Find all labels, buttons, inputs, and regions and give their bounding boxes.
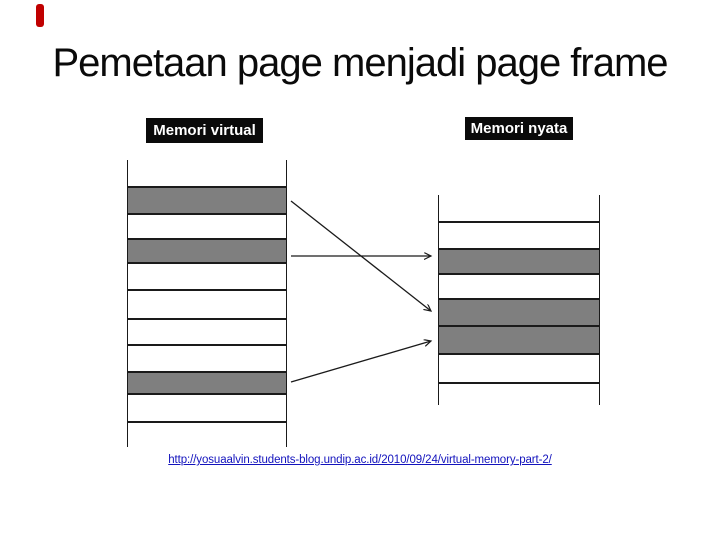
allocated-page-band bbox=[128, 371, 286, 393]
page-divider-line bbox=[128, 318, 286, 320]
page-divider-line bbox=[439, 298, 599, 300]
red-position-marker bbox=[36, 4, 44, 27]
page-divider-line bbox=[439, 248, 599, 250]
allocated-page-band bbox=[439, 248, 599, 273]
physical-memory-column bbox=[438, 195, 600, 405]
page-divider-line bbox=[128, 344, 286, 346]
page-divider-line bbox=[439, 273, 599, 275]
allocated-page-band bbox=[439, 298, 599, 325]
source-link[interactable]: http://yosuaalvin.students-blog.undip.ac… bbox=[168, 454, 552, 466]
page-divider-line bbox=[128, 262, 286, 264]
page-divider-line bbox=[439, 221, 599, 223]
label-memori-nyata: Memori nyata bbox=[465, 117, 573, 140]
page-divider-line bbox=[128, 421, 286, 423]
allocated-page-band bbox=[128, 186, 286, 213]
page-divider-line bbox=[128, 186, 286, 188]
page-divider-line bbox=[128, 371, 286, 373]
page-divider-line bbox=[128, 289, 286, 291]
page-divider-line bbox=[439, 382, 599, 384]
virtual-memory-column bbox=[127, 160, 287, 447]
page-divider-line bbox=[128, 213, 286, 215]
page-divider-line bbox=[439, 325, 599, 327]
page-divider-line bbox=[128, 393, 286, 395]
source-link-row: http://yosuaalvin.students-blog.undip.ac… bbox=[0, 450, 720, 468]
slide-title: Pemetaan page menjadi page frame bbox=[52, 41, 668, 85]
page-divider-line bbox=[128, 238, 286, 240]
page-divider-line bbox=[439, 353, 599, 355]
label-memori-virtual: Memori virtual bbox=[146, 118, 263, 143]
allocated-page-band bbox=[439, 325, 599, 353]
allocated-page-band bbox=[128, 238, 286, 262]
